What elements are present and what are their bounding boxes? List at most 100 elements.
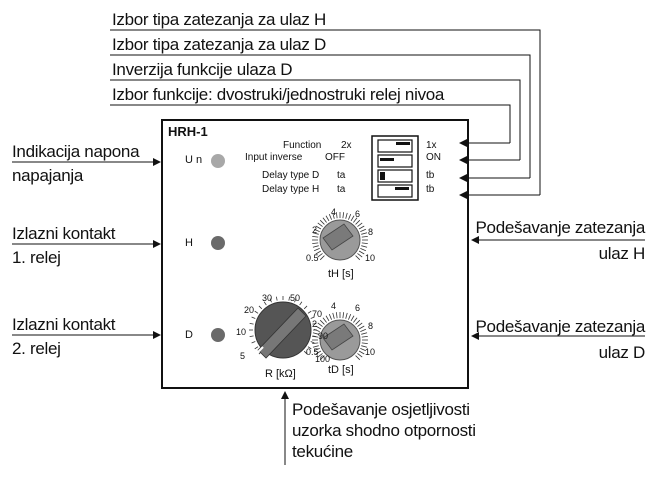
dip-switch-delay-d[interactable]	[377, 169, 413, 183]
dial-r-tick: 5	[240, 351, 246, 361]
dial-tick-mark	[342, 212, 345, 219]
dial-tick-mark	[342, 312, 345, 319]
caption-th-line1: Podešavanje zatezanja	[475, 218, 646, 237]
dial-tick-mark	[357, 222, 363, 227]
dial-tick-mark	[361, 232, 368, 235]
switch-label-delay-h: Delay type H	[262, 184, 320, 195]
caption-td-line1: Podešavanje zatezanja	[475, 317, 646, 336]
caption-input-inverse: Inverzija funkcije ulaza D	[112, 60, 293, 79]
dial-tick-mark	[357, 322, 363, 327]
dial-td-label: tD [s]	[328, 364, 354, 376]
dial-r-tick: 50	[290, 293, 301, 303]
dial-r-tick: 70	[312, 309, 323, 319]
dial-td-tick: 10	[365, 347, 376, 357]
dial-r-tick: 30	[262, 293, 273, 303]
dial-td-tick: 4	[331, 301, 337, 311]
dial-tick-mark	[299, 301, 303, 306]
dial-tick-mark	[350, 215, 355, 222]
dial-tick-mark	[312, 232, 319, 235]
dial-tick-mark	[317, 222, 323, 227]
dial-tick-mark	[315, 225, 322, 230]
dial-tick-mark	[355, 319, 361, 325]
switch-right-delay-d: tb	[426, 170, 435, 181]
dial-tick-mark	[355, 355, 361, 361]
dial-tick-mark	[254, 310, 259, 314]
dial-tick-mark	[360, 328, 367, 332]
dial-tick-mark	[358, 225, 365, 230]
relay2-led	[211, 328, 225, 342]
dial-tick-mark	[313, 348, 320, 352]
caption-supply-line2: napajanja	[12, 166, 84, 185]
dial-tick-mark	[313, 228, 320, 232]
dial-tick-mark	[332, 212, 335, 219]
dial-tick-mark	[313, 248, 320, 252]
dial-tick-mark	[310, 316, 315, 319]
dial-tick-mark	[353, 217, 358, 223]
dial-tick-mark	[325, 215, 330, 222]
dip-switch-delay-h[interactable]	[377, 184, 413, 198]
dial-tick-mark	[358, 250, 365, 255]
knob-r[interactable]	[249, 296, 317, 359]
dial-tick-mark	[317, 353, 323, 358]
switch-left-delay-h: ta	[337, 184, 346, 195]
dial-tick-mark	[310, 341, 315, 344]
dial-tick-mark	[335, 312, 338, 319]
caption-relay1-line2: 1. relej	[12, 248, 61, 267]
dial-r-tick: 100	[315, 354, 331, 364]
dial-th-label: tH [s]	[328, 268, 354, 280]
dial-tick-mark	[361, 332, 368, 335]
dip-switch-function[interactable]	[377, 139, 413, 153]
dial-tick-mark	[312, 335, 317, 338]
switch-left-delay-d: ta	[337, 170, 346, 181]
dial-tick-mark	[348, 213, 352, 220]
dial-tick-mark	[360, 228, 367, 232]
caption-relay2-line2: 2. relej	[12, 339, 61, 358]
dial-th-tick: 4	[331, 207, 337, 217]
dial-tick-mark	[361, 242, 368, 245]
dial-r-tick: 20	[244, 305, 255, 315]
supply-led	[211, 154, 225, 168]
dial-tick-mark	[355, 255, 361, 261]
dial-th-tick: 6	[355, 209, 361, 219]
caption-function-select: Izbor funkcije: dvostruki/jednostruki re…	[112, 85, 445, 104]
dial-td-tick: 0.5	[306, 347, 319, 357]
dial-td-tick: 8	[368, 321, 374, 331]
dial-tick-mark	[319, 319, 325, 325]
dial-tick-mark	[360, 348, 367, 352]
dial-tick-mark	[328, 313, 332, 320]
dial-tick-mark	[328, 213, 332, 220]
caption-sensitivity-line3: tekućine	[292, 442, 353, 461]
dial-td-tick: 6	[355, 303, 361, 313]
dial-tick-mark	[315, 250, 322, 255]
dial-tick-mark	[319, 255, 325, 261]
knob-th[interactable]	[312, 212, 368, 261]
switch-left-input-inverse: OFF	[325, 152, 345, 163]
dial-tick-mark	[357, 253, 363, 258]
switch-row-delay-d: Delay type D ta	[262, 170, 345, 182]
caption-td-line2: ulaz D	[598, 343, 646, 362]
caption-sensitivity-line1: Podešavanje osjetljivosti	[292, 400, 470, 419]
switch-left-function: 2x	[341, 140, 352, 151]
dial-tick-mark	[361, 342, 368, 345]
knob-td[interactable]	[312, 312, 368, 361]
dial-tick-mark	[361, 335, 368, 338]
dial-tick-mark	[312, 245, 319, 248]
dial-tick-mark	[315, 325, 322, 330]
right-connector-lines	[471, 236, 645, 340]
top-connector-lines	[110, 29, 541, 199]
dial-tick-mark	[288, 296, 291, 301]
dial-tick-mark	[307, 346, 312, 350]
dial-tick-mark	[254, 346, 259, 350]
caption-delay-type-h: Izbor tipa zatezanja za ulaz H	[112, 10, 327, 29]
switch-row-input-inverse: Input inverse OFF	[245, 152, 345, 164]
caption-relay1-line1: Izlazni kontakt	[12, 224, 116, 243]
dial-th-tick: 10	[365, 253, 376, 263]
dial-tick-mark	[317, 253, 323, 258]
dial-tick-mark	[294, 298, 297, 303]
dial-tick-mark	[319, 355, 325, 361]
caption-delay-type-d: Izbor tipa zatezanja za ulaz D	[112, 35, 327, 54]
dial-tick-mark	[355, 219, 361, 225]
dial-tick-mark	[345, 312, 348, 319]
